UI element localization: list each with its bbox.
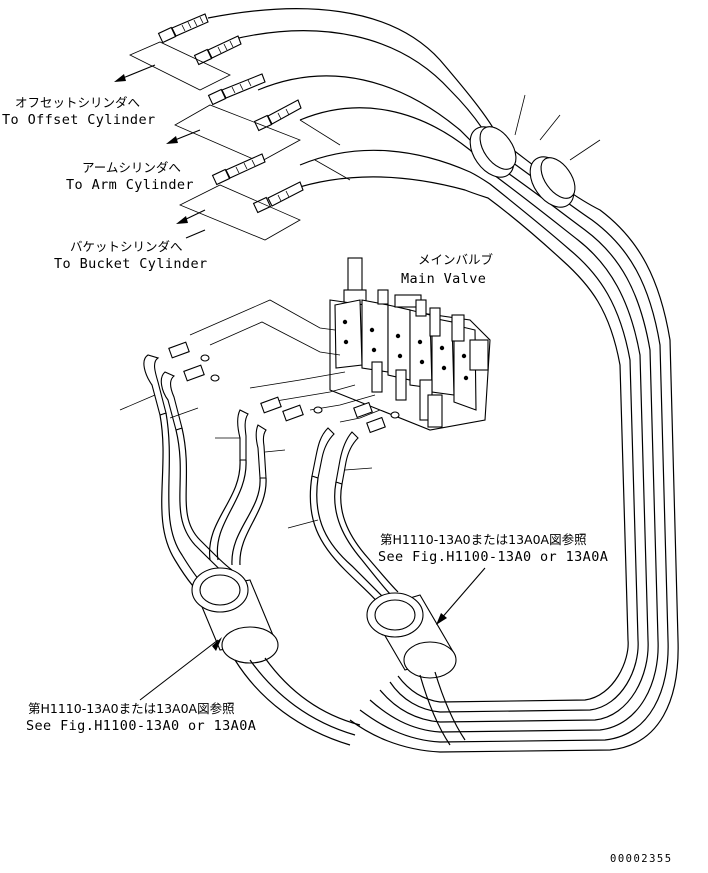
label-offset-jp: オフセットシリンダへ xyxy=(15,95,140,110)
label-ref-left-en: See Fig.H1100-13A0 or 13A0A xyxy=(26,718,256,734)
label-bucket-jp: バケットシリンダへ xyxy=(70,239,183,254)
clamp-left xyxy=(191,567,361,746)
label-bucket-en: To Bucket Cylinder xyxy=(54,256,208,272)
pointer-arrows xyxy=(114,64,351,239)
main-valve xyxy=(329,257,491,431)
label-arm-jp: アームシリンダへ xyxy=(82,160,181,175)
hose-ends-bucket xyxy=(179,153,304,241)
label-main-valve-jp: メインバルブ xyxy=(418,252,494,267)
hose-group-left xyxy=(119,354,286,601)
label-ref-left-jp: 第H1110-13A0または13A0A図参照 xyxy=(28,701,235,716)
label-offset-en: To Offset Cylinder xyxy=(2,112,156,128)
drawing-number: 00002355 xyxy=(610,853,673,865)
hose-ends-offset xyxy=(129,13,242,91)
hose-bundle-right xyxy=(207,8,679,753)
bundle-clamp-lower xyxy=(529,114,601,208)
label-ref-right-en: See Fig.H1100-13A0 or 13A0A xyxy=(378,549,608,565)
clamp-right xyxy=(366,592,466,746)
hose-ends-arm xyxy=(174,73,302,163)
label-ref-right-jp: 第H1110-13A0または13A0A図参照 xyxy=(380,532,587,547)
hose-group-right xyxy=(287,427,399,606)
reference-arrows xyxy=(139,567,486,701)
bundle-clamp-upper xyxy=(469,94,526,178)
valve-fittings xyxy=(168,341,400,434)
label-main-valve-en: Main Valve xyxy=(401,271,486,287)
label-arm-en: To Arm Cylinder xyxy=(66,177,194,193)
